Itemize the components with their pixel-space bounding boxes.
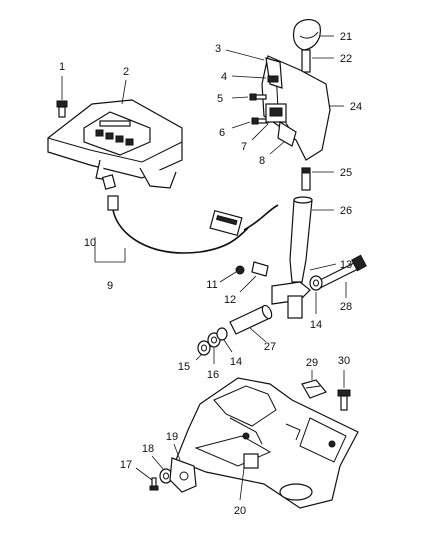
part-20-base-plate — [175, 377, 359, 509]
part-4-detent-spring — [231, 75, 279, 83]
label-16: 16 — [207, 369, 219, 381]
label-22: 22 — [340, 53, 352, 65]
part-26-shift-lever — [289, 196, 334, 283]
label-21: 21 — [340, 31, 352, 43]
part-8-bracket — [269, 120, 297, 155]
label-20: 20 — [234, 505, 246, 517]
label-13: 13 — [340, 259, 352, 271]
label-24: 24 — [350, 101, 362, 113]
label-27: 27 — [264, 341, 276, 353]
label-9: 9 — [107, 280, 113, 292]
part-5-screw — [231, 93, 267, 101]
label-14-lower: 14 — [230, 356, 242, 368]
label-14-upper: 14 — [310, 319, 322, 331]
label-29: 29 — [306, 357, 318, 369]
part-14-washer — [216, 327, 233, 353]
part-17-screw — [135, 467, 159, 491]
part-19-bracket — [169, 443, 197, 493]
part-18-washer — [151, 455, 173, 484]
label-15: 15 — [178, 361, 190, 373]
part-12-clip — [239, 261, 269, 293]
label-26: 26 — [340, 205, 352, 217]
part-27-sleeve — [229, 304, 273, 343]
label-17: 17 — [120, 459, 132, 471]
part-13-pivot-arm — [271, 263, 337, 319]
label-10: 10 — [84, 237, 96, 249]
part-14-nut — [309, 275, 323, 314]
label-4: 4 — [221, 71, 227, 83]
label-8: 8 — [259, 155, 265, 167]
part-7-lock-solenoid — [251, 103, 287, 141]
part-30-bolt — [337, 370, 351, 411]
part-15-nut — [195, 340, 211, 361]
part-21-shift-knob — [292, 19, 334, 73]
callout-labels: 1 2 3 4 5 6 7 8 9 10 11 12 13 14 14 15 1… — [59, 31, 362, 517]
label-11: 11 — [206, 279, 217, 291]
label-3: 3 — [215, 43, 221, 55]
part-1-bolt — [56, 76, 68, 118]
part-25-plunger — [301, 167, 334, 191]
part-6-screw — [231, 117, 269, 129]
label-6: 6 — [219, 127, 225, 139]
part-29-clip — [301, 370, 328, 399]
label-2: 2 — [123, 66, 129, 78]
part-2-indicator-bezel — [47, 79, 183, 189]
part-11-grommet — [219, 265, 245, 283]
part-10-cable-harness — [94, 174, 279, 263]
label-30: 30 — [338, 355, 350, 367]
label-19: 19 — [166, 431, 178, 443]
label-12: 12 — [224, 294, 236, 306]
label-7: 7 — [241, 141, 247, 153]
label-18: 18 — [142, 443, 154, 455]
label-5: 5 — [217, 93, 223, 105]
label-28: 28 — [340, 301, 352, 313]
label-25: 25 — [340, 167, 352, 179]
label-1: 1 — [59, 61, 65, 73]
